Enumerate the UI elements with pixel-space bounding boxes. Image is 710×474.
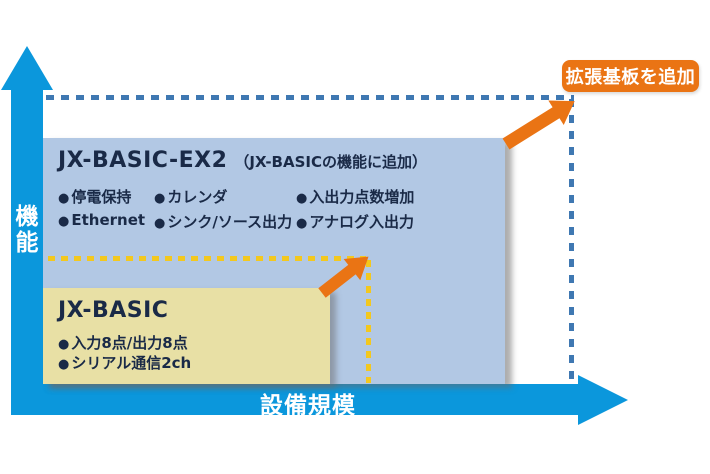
feature-label: シンク/ソース出力 [167,213,293,231]
bullet-icon: ● [154,216,166,231]
bullet-icon: ● [154,191,166,206]
jx-basic-box: JX-BASIC ●入力8点/出力8点 ●シリアル通信2ch [43,288,330,384]
feature-label: アナログ入出力 [309,213,415,231]
bullet-icon: ● [58,337,70,352]
feature-item: ●アナログ入出力 [296,211,505,232]
bullet-icon: ● [296,191,308,206]
ex2-title-row: JX-BASIC-EX2 （JX-BASICの機能に追加） [43,138,505,173]
ex2-title: JX-BASIC-EX2 [58,148,228,173]
basic-title-row: JX-BASIC [43,288,330,323]
basic-boundary-right-dashed-line [366,260,371,383]
feature-item: ●Ethernet [58,211,154,232]
x-axis-label: 設備規模 [260,393,356,419]
y-axis-arrowhead-icon [1,46,53,90]
ex2-feature-grid: ●停電保持 ●カレンダ ●入出力点数増加 ●Ethernet ●シンク/ソース出… [43,173,505,232]
feature-item: ●シリアル通信2ch [58,354,330,374]
ex2-subtitle: （JX-BASICの機能に追加） [234,153,427,171]
feature-label: カレンダ [167,188,228,206]
feature-item: ●入力8点/出力8点 [58,334,330,354]
expansion-boundary-top-dashed-line [46,95,574,100]
bullet-icon: ● [296,216,308,231]
feature-item: ●停電保持 [58,186,154,207]
feature-label: シリアル通信2ch [71,353,192,372]
feature-label: 停電保持 [71,188,132,206]
bullet-icon: ● [58,191,70,206]
basic-feature-list: ●入力8点/出力8点 ●シリアル通信2ch [43,323,330,374]
basic-title: JX-BASIC [58,298,169,323]
basic-boundary-top-dashed-line [48,256,366,261]
feature-label: 入出力点数増加 [309,188,415,206]
feature-label: Ethernet [71,211,146,229]
expansion-boundary-right-dashed-line [569,99,574,383]
y-axis-line [11,88,43,415]
feature-item: ●カレンダ [154,186,296,207]
bullet-icon: ● [58,214,70,229]
y-axis-label: 機能 [15,204,39,256]
feature-label: 入力8点/出力8点 [71,334,188,352]
feature-item: ●入出力点数増加 [296,186,505,207]
x-axis-line [11,384,578,415]
bullet-icon: ● [58,356,70,372]
feature-item: ●シンク/ソース出力 [154,211,296,232]
x-axis-arrowhead-icon [578,375,628,425]
expansion-callout-badge: 拡張基板を追加 [562,60,699,92]
